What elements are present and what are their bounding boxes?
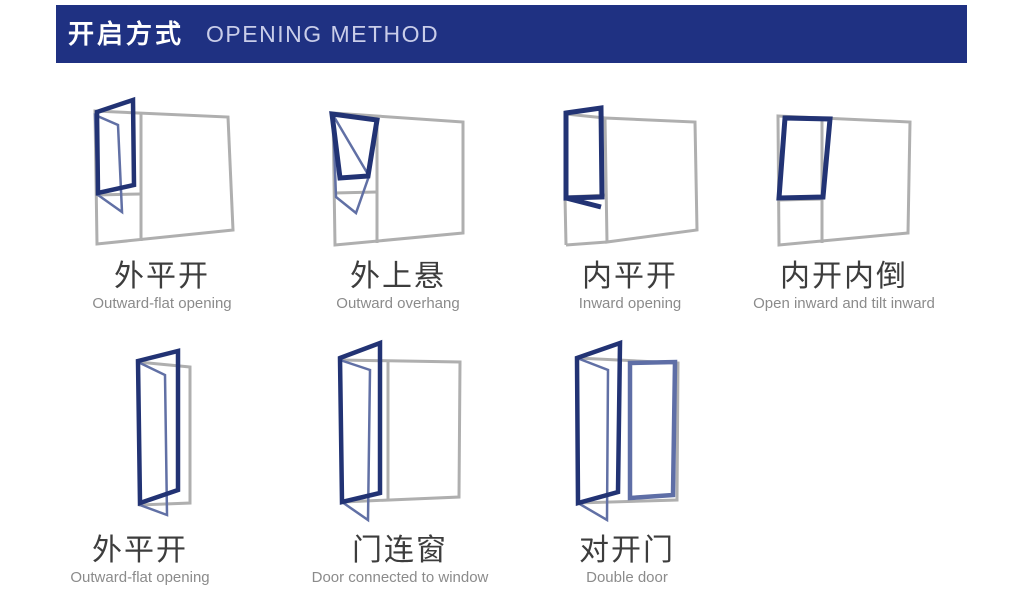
item-label-en: Outward-flat opening [70,569,210,586]
section-title-en: OPENING METHOD [206,20,440,47]
opening-method-item-6: 门连窗 Door connected to window [280,534,520,586]
inward-tilt-icon [770,98,930,250]
item-label-zh: 内平开 [582,260,678,293]
opening-method-item-3: 内平开 Inward opening [510,260,750,312]
item-label-zh: 门连窗 [352,534,448,567]
outward-overhang-icon [326,92,476,252]
item-label-zh: 外平开 [92,534,188,567]
item-label-en: Outward overhang [336,295,460,312]
section-title-zh: 开启方式 [68,19,185,49]
opening-method-item-4: 内开内倒 Open inward and tilt inward [724,260,964,312]
item-label-en: Double door [586,569,668,586]
item-label-zh: 外上悬 [350,260,446,293]
door-connected-to-window-icon [315,338,470,526]
item-label-en: Door connected to window [311,569,489,586]
opening-method-item-5: 外平开 Outward-flat opening [20,534,260,586]
section-header: 开启方式 OPENING METHOD [56,5,967,63]
item-label-zh: 外平开 [114,260,210,293]
double-door-icon [570,336,700,524]
opening-method-item-2: 外上悬 Outward overhang [278,260,518,312]
item-label-zh: 内开内倒 [780,260,908,293]
item-label-en: Inward opening [578,295,682,312]
outward-flat-window-icon [88,94,238,249]
inward-opening-icon [558,98,708,250]
item-label-zh: 对开门 [579,534,675,567]
item-label-en: Open inward and tilt inward [753,295,935,312]
item-label-en: Outward-flat opening [92,295,232,312]
opening-method-item-7: 对开门 Double door [507,534,747,586]
opening-method-item-1: 外平开 Outward-flat opening [42,260,282,312]
outward-flat-door-icon [113,338,223,523]
